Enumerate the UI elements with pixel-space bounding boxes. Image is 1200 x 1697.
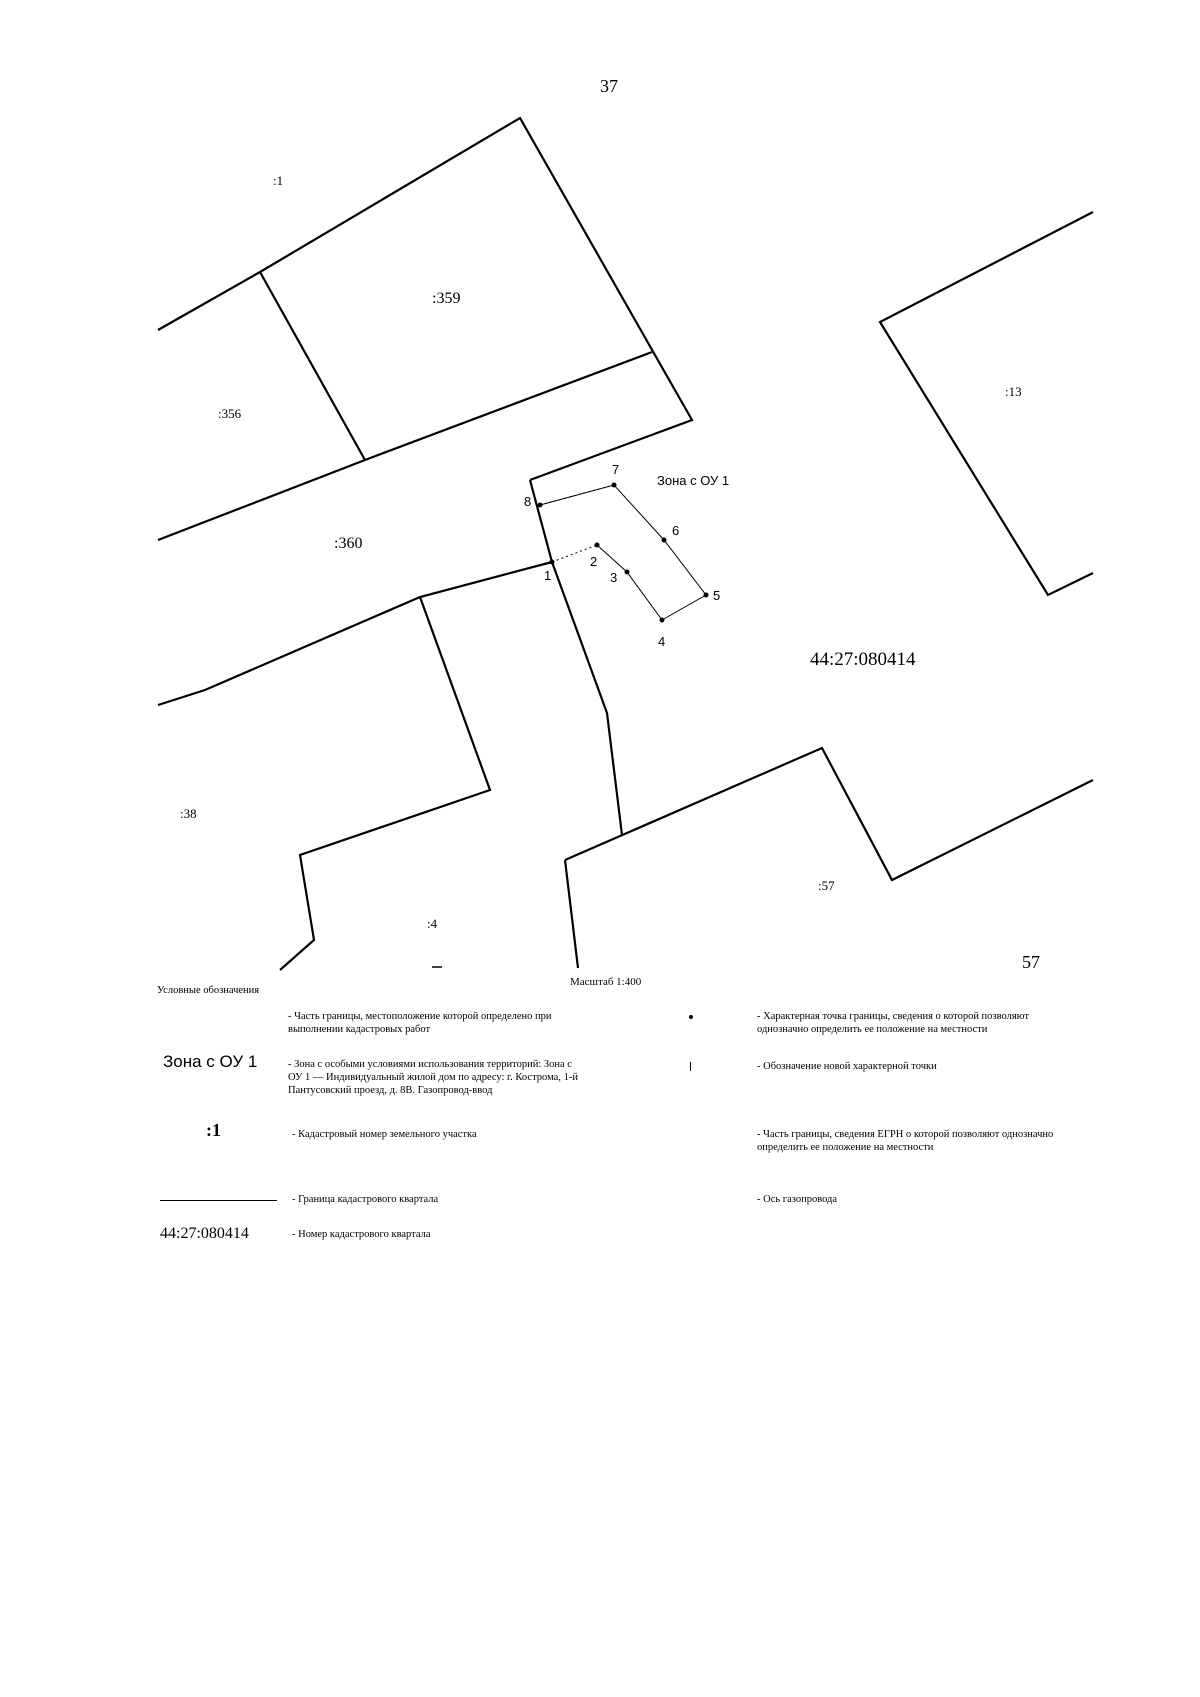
boundary-359-356-divider bbox=[259, 271, 366, 461]
parcel-label-38: :38 bbox=[180, 806, 197, 821]
parcel-label-57b: 57 bbox=[1022, 952, 1040, 972]
legend-title: Условные обозначения bbox=[157, 985, 260, 996]
parcel-label-359: :359 bbox=[432, 290, 460, 307]
parcel-label-13: :13 bbox=[1005, 384, 1022, 399]
boundary-road-bottom bbox=[157, 560, 553, 707]
boundary-road-top bbox=[157, 458, 366, 542]
legend-quarter-number: - Номер кадастрового квартала bbox=[292, 1229, 431, 1240]
boundary-parcel-57 bbox=[563, 859, 580, 969]
legend-parcel-symbol: :1 bbox=[206, 1120, 221, 1140]
point-label-6: 6 bbox=[672, 523, 679, 538]
point-label-4: 4 bbox=[658, 634, 665, 649]
legend-part-boundary-egrn: - Часть границы, сведения ЕГРН о которой… bbox=[757, 1129, 1054, 1153]
legend-new-point: - Обозначение новой характерной точки bbox=[757, 1061, 937, 1072]
point-label-5: 5 bbox=[713, 588, 720, 603]
parcel-label-4: :4 bbox=[427, 916, 438, 931]
legend-quarter-line-symbol bbox=[160, 1200, 277, 1201]
parcel-label-1: :1 bbox=[273, 173, 283, 188]
point-6 bbox=[661, 537, 667, 543]
parcel-label-360: :360 bbox=[334, 535, 362, 552]
legend-new-point-symbol bbox=[690, 1062, 691, 1071]
point-1 bbox=[549, 559, 555, 565]
boundary-parcel-13 bbox=[878, 211, 1094, 597]
boundary-parcel-38 bbox=[279, 596, 492, 971]
point-7 bbox=[611, 482, 617, 488]
legend-point-symbol bbox=[689, 1015, 693, 1019]
scale-label: Масштаб 1:400 bbox=[570, 976, 642, 988]
point-4 bbox=[659, 617, 665, 623]
legend-zone-desc: - Зона с особыми условиями использования… bbox=[288, 1059, 578, 1096]
legend-characteristic-point: - Характерная точка границы, сведения о … bbox=[757, 1011, 1029, 1035]
legend-part-boundary-defined: - Часть границы, местоположение которой … bbox=[288, 1011, 552, 1035]
page-number: 37 bbox=[600, 76, 618, 96]
boundary-parcel-359-top bbox=[157, 116, 694, 482]
parcel-label-356: :356 bbox=[218, 406, 242, 421]
legend-zone-symbol: Зона с ОУ 1 bbox=[163, 1052, 258, 1071]
point-2 bbox=[594, 542, 600, 548]
parcel-label-57: :57 bbox=[818, 878, 835, 893]
legend-parcel-number: - Кадастровый номер земельного участка bbox=[292, 1129, 477, 1140]
legend-gas-axis: - Ось газопровода bbox=[757, 1194, 838, 1205]
zone-dotted-bottom bbox=[551, 544, 598, 563]
point-label-7: 7 bbox=[612, 462, 619, 477]
point-label-2: 2 bbox=[590, 554, 597, 569]
point-label-3: 3 bbox=[610, 570, 617, 585]
point-label-1: 1 bbox=[544, 568, 551, 583]
point-3 bbox=[624, 569, 630, 575]
point-8 bbox=[537, 502, 543, 508]
point-label-8: 8 bbox=[524, 494, 531, 509]
zone-map-label: Зона с ОУ 1 bbox=[657, 473, 729, 488]
point-5 bbox=[703, 592, 709, 598]
boundary-east-road bbox=[528, 479, 624, 836]
legend-quarter-boundary: - Граница кадастрового квартала bbox=[292, 1194, 439, 1205]
legend-quarter-symbol: 44:27:080414 bbox=[160, 1225, 249, 1242]
quarter-number-label: 44:27:080414 bbox=[810, 649, 916, 670]
boundary-parcel-57-top bbox=[564, 746, 1094, 882]
boundary-359-bottom bbox=[364, 350, 653, 462]
